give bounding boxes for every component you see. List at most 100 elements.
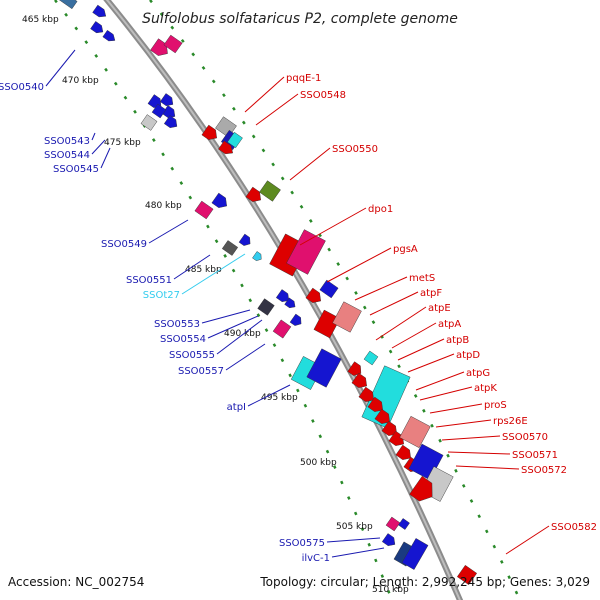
gene-feature[interactable]: [351, 372, 370, 391]
forward-gene-label-pqqe-1[interactable]: pqqE-1: [286, 73, 321, 84]
forward-gene-label-sso0582[interactable]: SSO0582: [551, 522, 597, 533]
forward-gene-label-pros[interactable]: proS: [484, 400, 507, 411]
gene-feature[interactable]: [90, 21, 106, 35]
tick-label-470-kbp: 470 kbp: [62, 76, 99, 86]
reverse-gene-label-sso0545[interactable]: SSO0545: [53, 164, 99, 175]
gene-feature[interactable]: [286, 229, 326, 275]
gene-feature[interactable]: [367, 396, 386, 415]
reverse-strand-track: [54, 0, 394, 600]
tick-label-475-kbp: 475 kbp: [104, 138, 141, 148]
gene-feature[interactable]: [238, 233, 253, 248]
gene-feature[interactable]: [163, 34, 183, 54]
gene-feature[interactable]: [201, 124, 220, 143]
forward-gene-label-mets[interactable]: metS: [409, 273, 435, 284]
forward-gene-label-sso0572[interactable]: SSO0572: [521, 465, 567, 476]
leader-line: [181, 253, 246, 295]
forward-gene-label-sso0548[interactable]: SSO0548: [300, 90, 346, 101]
tick-label-500-kbp: 500 kbp: [300, 458, 337, 468]
reverse-gene-label-ssot27[interactable]: SSOt27: [143, 290, 180, 301]
leader-line: [326, 537, 381, 543]
gene-feature[interactable]: [409, 475, 438, 505]
gene-feature[interactable]: [313, 309, 341, 339]
leader-line: [100, 147, 111, 169]
forward-gene-label-dpo1[interactable]: dpo1: [368, 204, 393, 215]
gene-feature[interactable]: [374, 408, 393, 427]
leader-line: [299, 207, 367, 246]
forward-gene-label-sso0570[interactable]: SSO0570: [502, 432, 548, 443]
leader-line: [455, 465, 520, 470]
gene-feature[interactable]: [381, 420, 400, 439]
gene-feature[interactable]: [361, 365, 411, 429]
gene-features: [58, 0, 478, 586]
leader-line: [441, 435, 501, 441]
forward-gene-label-atpb[interactable]: atpB: [446, 335, 469, 346]
reverse-gene-label-sso0544[interactable]: SSO0544: [44, 150, 90, 161]
gene-feature[interactable]: [456, 564, 478, 586]
gene-feature[interactable]: [381, 533, 398, 548]
forward-gene-label-sso0571[interactable]: SSO0571: [512, 450, 558, 461]
reverse-gene-label-sso0540[interactable]: SSO0540: [0, 82, 44, 93]
gene-feature[interactable]: [218, 140, 235, 157]
leader-line: [397, 338, 445, 361]
gene-feature[interactable]: [398, 518, 410, 530]
gene-feature[interactable]: [257, 298, 275, 316]
gene-feature[interactable]: [284, 297, 298, 310]
reverse-gene-label-ilvc-1[interactable]: ilvC-1: [302, 553, 330, 564]
gene-feature[interactable]: [58, 0, 78, 10]
gene-feature[interactable]: [140, 114, 158, 131]
gene-feature[interactable]: [227, 131, 243, 149]
forward-gene-label-atpf[interactable]: atpF: [420, 288, 442, 299]
accession-text: Accession: NC_002754: [8, 575, 145, 589]
forward-gene-label-atpe[interactable]: atpE: [428, 303, 451, 314]
gene-feature[interactable]: [289, 313, 304, 328]
gene-feature[interactable]: [163, 115, 180, 130]
reverse-gene-label-sso0575[interactable]: SSO0575: [279, 538, 325, 549]
leader-line: [447, 451, 511, 455]
gene-feature[interactable]: [159, 93, 176, 108]
reverse-gene-label-sso0557[interactable]: SSO0557: [178, 366, 224, 377]
tick-label-510-kbp: 510 kbp: [372, 585, 409, 595]
reverse-gene-label-sso0543[interactable]: SSO0543: [44, 136, 90, 147]
reverse-gene-label-atpi[interactable]: atpI: [227, 402, 246, 413]
reverse-gene-label-sso0555[interactable]: SSO0555: [169, 350, 215, 361]
gene-feature[interactable]: [102, 30, 117, 43]
gene-labels: SSO0540SSO0543SSO0544SSO0545SSO0549SSO05…: [0, 49, 597, 564]
gene-feature[interactable]: [306, 348, 342, 388]
gene-feature[interactable]: [272, 319, 292, 339]
gene-feature[interactable]: [347, 361, 365, 379]
leader-line: [369, 291, 419, 316]
forward-gene-label-atpd[interactable]: atpD: [456, 350, 480, 361]
gene-feature[interactable]: [399, 415, 431, 449]
gene-feature[interactable]: [363, 350, 379, 366]
gene-feature[interactable]: [401, 538, 429, 570]
reverse-gene-label-sso0549[interactable]: SSO0549: [101, 239, 147, 250]
gene-feature[interactable]: [395, 444, 414, 463]
gene-feature[interactable]: [385, 516, 401, 532]
gene-feature[interactable]: [245, 186, 264, 205]
forward-gene-label-pgsa[interactable]: pgsA: [393, 244, 418, 255]
gene-feature[interactable]: [252, 251, 263, 262]
gene-feature[interactable]: [211, 192, 230, 211]
leader-line: [91, 139, 106, 155]
leader-line: [375, 306, 427, 341]
gene-feature[interactable]: [275, 289, 292, 304]
forward-gene-label-sso0550[interactable]: SSO0550: [332, 144, 378, 155]
gene-feature[interactable]: [358, 386, 377, 405]
gene-feature[interactable]: [259, 180, 281, 202]
gene-feature[interactable]: [92, 4, 109, 20]
gene-feature[interactable]: [319, 279, 339, 299]
forward-gene-label-atpa[interactable]: atpA: [438, 319, 461, 330]
forward-gene-label-atpg[interactable]: atpG: [466, 368, 490, 379]
gene-feature[interactable]: [305, 287, 324, 306]
gene-feature[interactable]: [221, 240, 239, 256]
gene-feature[interactable]: [194, 200, 214, 220]
gene-feature[interactable]: [151, 103, 167, 119]
forward-gene-label-atpk[interactable]: atpK: [474, 383, 497, 394]
reverse-gene-label-sso0554[interactable]: SSO0554: [160, 334, 206, 345]
genome-summary-text: Topology: circular; Length: 2,992,245 bp…: [260, 575, 590, 589]
leader-line: [91, 132, 96, 141]
reverse-gene-label-sso0551[interactable]: SSO0551: [126, 275, 172, 286]
forward-gene-label-rps26e[interactable]: rps26E: [493, 416, 528, 427]
reverse-gene-label-sso0553[interactable]: SSO0553: [154, 319, 200, 330]
gene-feature[interactable]: [332, 301, 362, 333]
